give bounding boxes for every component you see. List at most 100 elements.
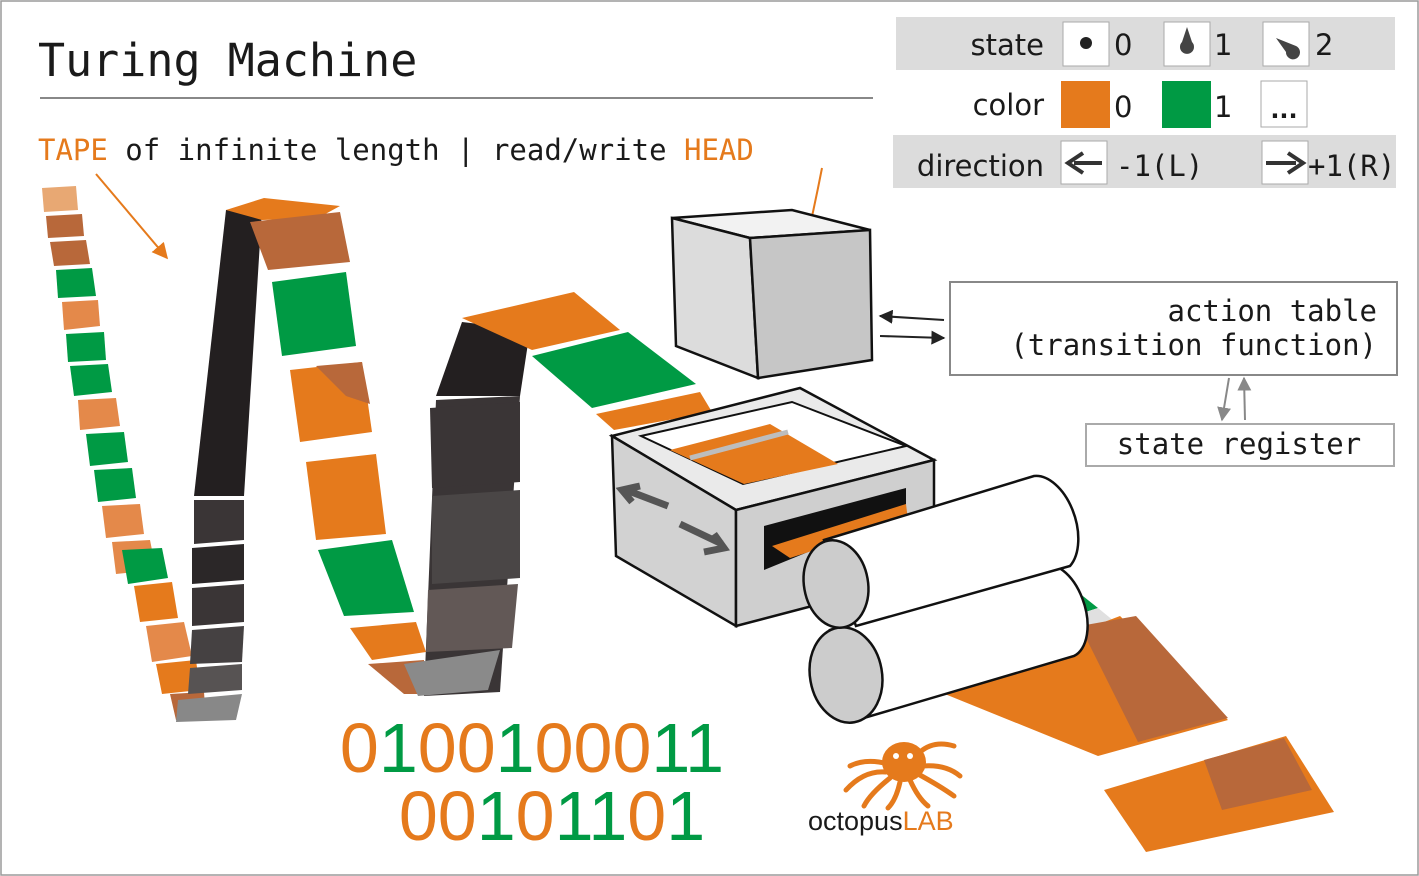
state-0-value: 0 xyxy=(1114,28,1132,62)
action-table-box xyxy=(949,281,1398,376)
binary-line-1-digit: 1 xyxy=(651,709,687,787)
logo-part1: octopus xyxy=(808,806,903,836)
tape-arrow xyxy=(95,173,169,260)
state-1-value: 1 xyxy=(1214,28,1232,62)
tape-cell-a xyxy=(56,268,96,298)
color-1-swatch xyxy=(1162,81,1211,128)
tape-back-fold xyxy=(436,322,530,396)
tape-cell-a xyxy=(66,332,106,362)
tape-cell-b xyxy=(306,454,386,540)
tape-cell-a xyxy=(134,582,178,622)
state-register-box xyxy=(1085,423,1395,467)
binary-line-1-digit: 0 xyxy=(535,709,574,787)
register-to-table-arrow xyxy=(1237,376,1252,421)
exit-tape-end-shade xyxy=(1204,738,1312,810)
tape-cell-b xyxy=(318,540,414,616)
tape-cell-b xyxy=(350,622,426,660)
tape-cell-shade xyxy=(316,362,370,404)
table-to-head-arrow xyxy=(878,309,945,324)
tape-cell-a xyxy=(62,300,100,330)
state-0-icon xyxy=(1080,37,1092,49)
tape-cell-a xyxy=(50,240,90,266)
legend-state-label: state xyxy=(971,28,1044,62)
binary-line-2-digit: 0 xyxy=(627,777,666,855)
binary-line-1-digit: 0 xyxy=(418,709,457,787)
color-0-swatch xyxy=(1061,81,1110,128)
tape-back-cell xyxy=(432,490,520,584)
tape-cell-a xyxy=(102,504,144,538)
tape-cell-c xyxy=(532,332,696,408)
exit-tape-shade xyxy=(1080,616,1228,742)
color-more-value: ... xyxy=(1270,96,1297,124)
state-2-icon xyxy=(1276,38,1300,60)
tape-ribbon xyxy=(42,186,712,722)
octopus-head-icon xyxy=(882,742,926,782)
tape-back-cell xyxy=(190,626,244,664)
head-to-table-arrow xyxy=(879,330,946,345)
logo-part2: LAB xyxy=(903,806,954,836)
tape-back-strip xyxy=(194,210,262,496)
tape-fold-cell xyxy=(250,212,350,270)
action-table-line2: (transition function) xyxy=(1010,328,1377,362)
action-table-line1: action table xyxy=(1167,294,1377,328)
binary-line-2-digit: 0 xyxy=(516,777,555,855)
direction-left-value: -1(L) xyxy=(1116,149,1203,183)
tape-back-cell xyxy=(188,664,242,694)
tape-back-cell xyxy=(426,584,518,652)
octopus-tentacles-icon xyxy=(843,741,963,811)
color-more-box xyxy=(1260,80,1308,128)
head-cube xyxy=(670,208,874,380)
binary-line-2: 00101101 xyxy=(399,777,705,855)
state-2-value: 2 xyxy=(1315,28,1333,62)
binary-line-2-digit: 1 xyxy=(477,777,516,855)
binary-line-1: 0100100011 xyxy=(340,709,724,787)
subtitle: TAPE of infinite length | read/write HEA… xyxy=(38,133,754,167)
binary-line-1-digit: 1 xyxy=(685,709,724,787)
tape-back-cell xyxy=(192,584,244,626)
tape-word: TAPE xyxy=(38,133,108,167)
table-to-register-arrow xyxy=(1217,377,1231,422)
legend-direction-label: direction xyxy=(917,149,1044,183)
color-1-value: 1 xyxy=(1214,90,1232,124)
binary-line-1-digit: 1 xyxy=(379,709,418,787)
binary-line-1-digit: 1 xyxy=(496,709,535,787)
tape-cell-a xyxy=(86,432,128,466)
tape-back-cell xyxy=(192,544,244,584)
tape-fold-cell xyxy=(226,198,340,220)
binary-line-1-digit: 0 xyxy=(340,709,379,787)
legend-color-label: color xyxy=(973,88,1044,122)
color-0-value: 0 xyxy=(1114,90,1132,124)
logo-text: octopusLAB xyxy=(808,806,954,836)
read-write-mechanism xyxy=(608,386,938,629)
state-1-icon xyxy=(1180,27,1194,54)
left-arrow-icon xyxy=(1064,151,1102,175)
binary-line-2-digit: 1 xyxy=(588,777,627,855)
legend-state-row xyxy=(896,17,1395,70)
direction-right-value: +1(R) xyxy=(1308,149,1395,183)
tape-cell-a xyxy=(78,398,120,430)
tape-back-cell xyxy=(404,650,500,696)
tape-back-cell xyxy=(194,500,244,544)
legend: state 0 1 2 color 0 1 ... direction -1(L… xyxy=(893,17,1396,188)
tape-back-cell xyxy=(430,402,520,488)
rollers xyxy=(802,474,1089,724)
binary-line-2-digit: 0 xyxy=(399,777,438,855)
subtitle-middle: of infinite length | read/write xyxy=(108,133,684,167)
page-title: Turing Machine xyxy=(38,34,417,87)
right-arrow-icon xyxy=(1266,151,1307,175)
tape-cell-a xyxy=(70,364,112,396)
tape-cell-a xyxy=(146,622,192,662)
tape-cell-a xyxy=(94,468,136,502)
tape-cell-a xyxy=(42,186,78,212)
tape-cell-b xyxy=(272,272,356,356)
legend-direction-row xyxy=(893,135,1396,188)
tape-back-cell xyxy=(176,694,242,722)
head-word: HEAD xyxy=(684,133,754,167)
binary-line-2-digit: 0 xyxy=(438,777,477,855)
binary-line-1-digit: 0 xyxy=(574,709,613,787)
tape-cell-c xyxy=(596,392,712,430)
binary-line-2-digit: 1 xyxy=(555,777,591,855)
tape-cell-a xyxy=(122,548,168,584)
binary-line-1-digit: 0 xyxy=(457,709,496,787)
